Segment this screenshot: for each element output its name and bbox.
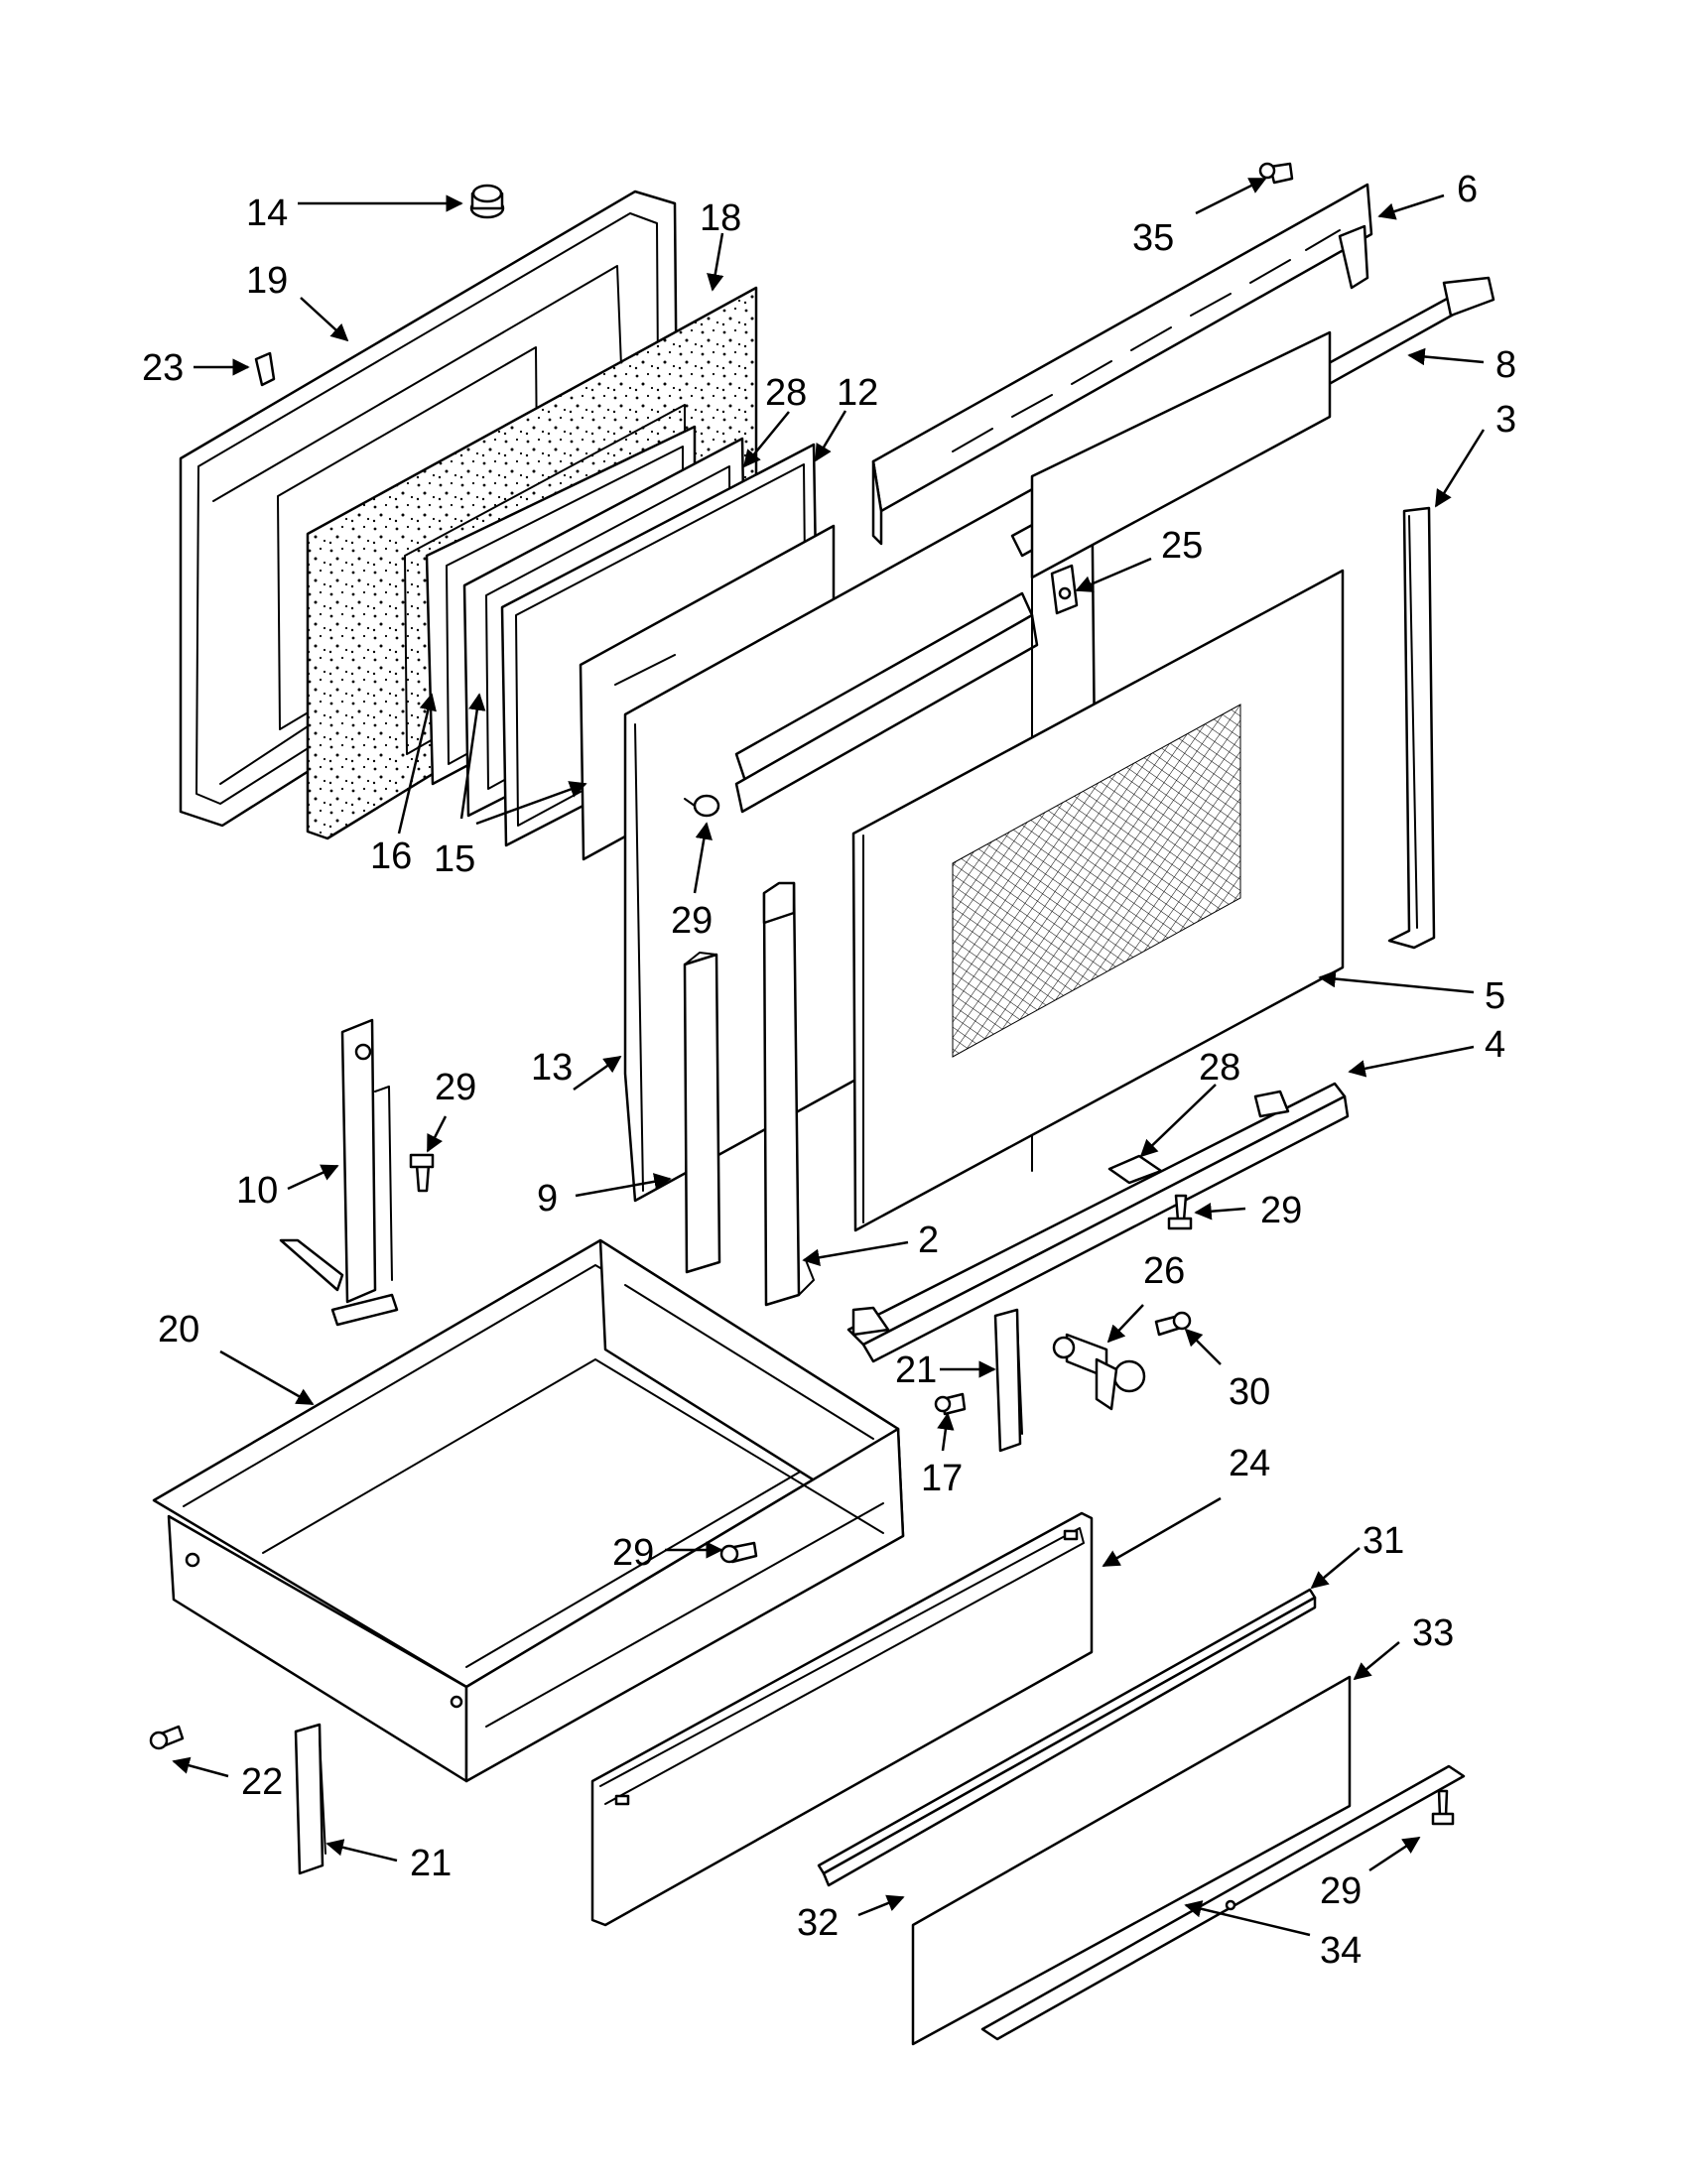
screw-30	[1154, 1311, 1192, 1337]
callout-4: 4	[1485, 1024, 1505, 1066]
callout-26: 26	[1143, 1250, 1185, 1292]
bottom-door-trim-4	[846, 1082, 1350, 1363]
door-clip-23	[254, 351, 276, 387]
callout-20: 20	[158, 1309, 199, 1350]
callout-17: 17	[921, 1458, 963, 1499]
callout-28b: 28	[1199, 1047, 1240, 1089]
bracket-21-upper	[993, 1308, 1023, 1453]
callout-9: 9	[537, 1178, 558, 1220]
callout-22: 22	[241, 1761, 283, 1803]
callout-31: 31	[1363, 1520, 1404, 1562]
bracket-21-lower	[294, 1723, 326, 1875]
callout-29c: 29	[435, 1067, 476, 1108]
callout-32: 32	[797, 1902, 839, 1944]
callout-25: 25	[1161, 525, 1203, 567]
callout-29a: 29	[671, 900, 713, 942]
callout-3: 3	[1495, 399, 1516, 441]
callout-16: 16	[370, 835, 412, 877]
leader-lines	[172, 177, 1486, 1937]
bracket-25	[1050, 564, 1079, 615]
callout-10: 10	[236, 1170, 278, 1212]
glass-panel-33	[911, 1675, 1352, 2046]
callout-labels: 14 18 19 23 28 12 16 15 29 35 6 8 3 25 5…	[142, 169, 1516, 1972]
hinge-bracket-10	[279, 1018, 399, 1327]
callout-29e: 29	[1320, 1870, 1362, 1912]
callout-5: 5	[1485, 975, 1505, 1017]
callout-14: 14	[246, 193, 288, 234]
callout-8: 8	[1495, 344, 1516, 386]
callout-35: 35	[1132, 217, 1174, 259]
side-trim-3	[1387, 506, 1436, 950]
vent-trim-6	[871, 183, 1373, 546]
callout-21a: 21	[895, 1349, 937, 1391]
callout-28a: 28	[765, 372, 807, 414]
callout-15: 15	[434, 838, 475, 880]
callout-13: 13	[531, 1047, 573, 1089]
bumper-14	[469, 184, 505, 219]
callout-12: 12	[837, 372, 878, 414]
callout-30: 30	[1229, 1371, 1270, 1413]
rivet-22	[149, 1725, 185, 1750]
drawer-20	[152, 1238, 905, 1783]
callout-19: 19	[246, 260, 288, 302]
screw-29-trim	[1167, 1194, 1193, 1230]
side-strip-2	[762, 881, 815, 1307]
drawer-front-24	[590, 1511, 1094, 1927]
screw-29-bracket	[409, 1153, 435, 1193]
callout-24: 24	[1229, 1443, 1270, 1484]
callout-21b: 21	[410, 1843, 452, 1884]
callout-18: 18	[700, 197, 741, 239]
trim-channel-31	[817, 1588, 1317, 1887]
screw-29-trim34	[1431, 1789, 1455, 1826]
hinge-pin-26	[1052, 1333, 1146, 1411]
side-strip-9	[683, 952, 721, 1274]
callout-33: 33	[1412, 1612, 1454, 1654]
callout-2: 2	[918, 1220, 939, 1261]
callout-23: 23	[142, 347, 184, 389]
screw-29-drawer	[719, 1541, 758, 1564]
screw-35	[1258, 162, 1294, 185]
callout-6: 6	[1457, 169, 1478, 210]
screw-29-door	[684, 794, 720, 818]
callout-29b: 29	[1260, 1190, 1302, 1231]
screw-29-hinge	[934, 1392, 967, 1416]
callout-29d: 29	[612, 1532, 654, 1574]
outer-door-glass-5	[851, 569, 1345, 1232]
trim-34	[980, 1764, 1466, 2041]
clip-28	[1107, 1154, 1163, 1185]
callout-34: 34	[1320, 1930, 1362, 1972]
